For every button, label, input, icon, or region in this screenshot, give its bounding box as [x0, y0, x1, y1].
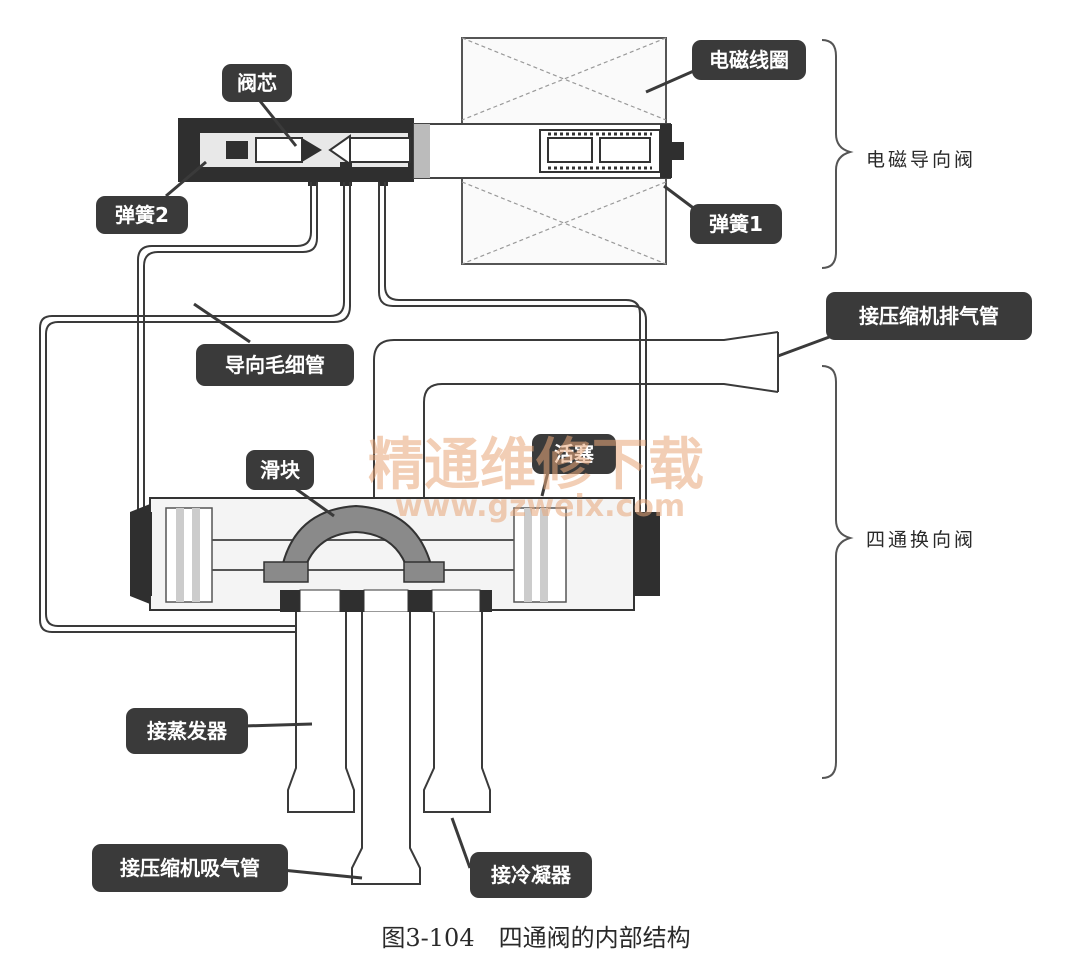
label-slider: 滑块 [246, 450, 314, 490]
watermark-url: www.gzweix.com [395, 489, 685, 524]
callout-leaders [165, 68, 833, 880]
main-valve-body [130, 497, 660, 613]
label-pilot-capillary-text: 导向毛细管 [225, 353, 325, 377]
label-spring1: 弹簧1 [690, 204, 782, 244]
label-condenser-text: 接冷凝器 [491, 863, 572, 887]
pilot-capillary-tubes [39, 182, 647, 633]
label-spring1-text: 弹簧1 [709, 212, 763, 236]
section-four-way-valve: 四通换向阀 [866, 529, 976, 551]
discharge-pipe [373, 331, 779, 500]
label-slider-text: 滑块 [260, 458, 301, 482]
label-evaporator-text: 接蒸发器 [147, 719, 228, 743]
label-valve-core-text: 阀芯 [237, 71, 277, 95]
label-valve-core: 阀芯 [222, 64, 292, 102]
label-condenser: 接冷凝器 [470, 852, 592, 898]
section-solenoid-pilot-valve: 电磁导向阀 [866, 149, 976, 171]
label-spring2-text: 弹簧2 [115, 203, 169, 227]
bracket-pilot [821, 39, 854, 269]
lower-pipes [287, 612, 491, 885]
label-compressor-suction-text: 接压缩机吸气管 [120, 856, 260, 880]
watermark-main: 精通维修下载 [368, 433, 704, 498]
label-compressor-suction: 接压缩机吸气管 [92, 844, 288, 892]
label-compressor-discharge-text: 接压缩机排气管 [859, 304, 999, 328]
pilot-valve-body [178, 118, 684, 186]
label-piston-text: 活塞 [554, 442, 595, 466]
label-pilot-capillary: 导向毛细管 [196, 344, 354, 386]
label-compressor-discharge: 接压缩机排气管 [826, 292, 1032, 340]
label-coil-text: 电磁线圈 [709, 48, 789, 72]
figure-caption: 图3-104 四通阀的内部结构 [381, 924, 690, 952]
label-spring2: 弹簧2 [96, 196, 188, 234]
label-piston: 活塞 [532, 434, 616, 474]
bracket-four-way [821, 365, 854, 779]
label-evaporator: 接蒸发器 [126, 708, 248, 754]
label-coil: 电磁线圈 [692, 40, 806, 80]
